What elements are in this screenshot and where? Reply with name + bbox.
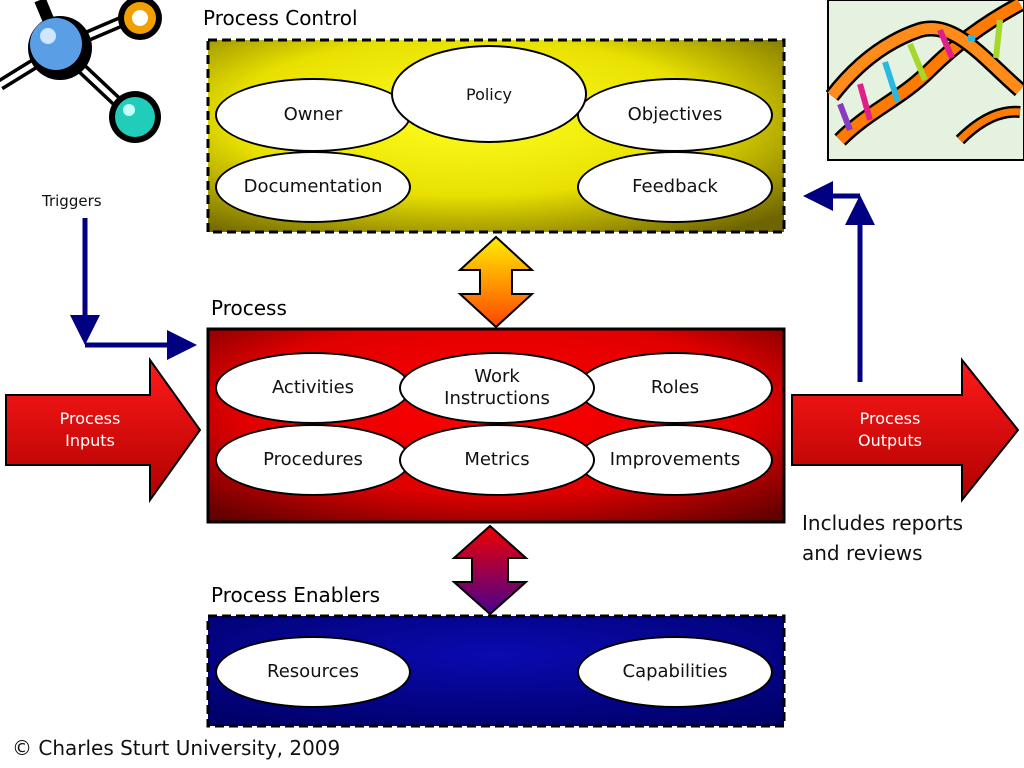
- process-enablers-double-arrow: [451, 524, 529, 616]
- copyright-text: © Charles Sturt University, 2009: [12, 736, 341, 760]
- owner-ellipse: Owner: [215, 78, 411, 152]
- capabilities-ellipse: Capabilities: [577, 636, 773, 708]
- resources-ellipse: Resources: [215, 636, 411, 708]
- objectives-ellipse: Objectives: [577, 78, 773, 152]
- triggers-label: Triggers: [42, 192, 102, 210]
- outputs-note: Includes reports and reviews: [802, 511, 964, 565]
- activities-ellipse: Activities: [215, 352, 411, 424]
- process-inputs-label: Process Inputs: [59, 409, 121, 451]
- process-outputs-label: Process Outputs: [858, 409, 922, 451]
- procedures-ellipse: Procedures: [215, 424, 411, 496]
- control-process-double-arrow: [457, 235, 535, 329]
- process-outputs-arrow: [791, 357, 1020, 503]
- molecule-clipart: [0, 0, 162, 143]
- documentation-ellipse: Documentation: [215, 151, 411, 223]
- process-inputs-arrow: [5, 356, 202, 504]
- process-title: Process: [211, 296, 287, 320]
- metrics-ellipse: Metrics: [399, 424, 595, 496]
- feedback-ellipse: Feedback: [577, 151, 773, 223]
- roles-ellipse: Roles: [577, 352, 773, 424]
- process-enablers-title: Process Enablers: [211, 583, 380, 607]
- dna-clipart: [825, 0, 1024, 161]
- process-control-title: Process Control: [203, 6, 358, 30]
- work-instructions-ellipse: Work Instructions: [399, 352, 595, 424]
- policy-ellipse: Policy: [391, 45, 587, 143]
- improvements-ellipse: Improvements: [577, 424, 773, 496]
